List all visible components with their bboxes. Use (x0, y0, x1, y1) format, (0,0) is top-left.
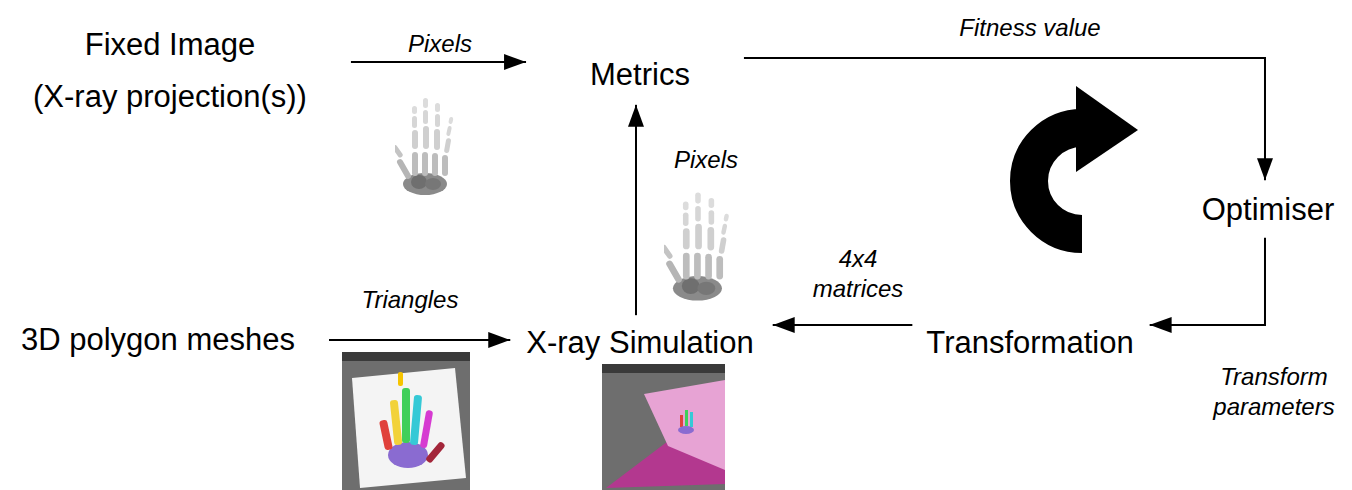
process-node: X-ray Simulation (522, 321, 757, 365)
node-label: Transformation (926, 325, 1133, 361)
flow-arrow (351, 61, 526, 63)
node-label: (X-ray projection(s)) (33, 79, 307, 115)
node-label: Fixed Image (33, 27, 307, 63)
node-label: Optimiser (1202, 192, 1335, 228)
node-label: X-ray Simulation (526, 325, 753, 361)
process-node: 3D polygon meshes (17, 318, 299, 362)
process-node: Metrics (586, 53, 694, 97)
loop-arrow-symbol (1029, 86, 1138, 234)
edge-label: Transform parameters (1196, 362, 1352, 422)
mesh-screenshot (342, 352, 470, 490)
edge-label: Triangles (359, 285, 462, 315)
process-node: Transformation (922, 321, 1137, 365)
flow-arrow (744, 58, 1265, 180)
process-node: Fixed Image (X-ray projection(s)) (29, 23, 311, 118)
xray-hand-image (392, 98, 454, 195)
flow-arrow (1150, 238, 1265, 325)
simulation-screenshot (602, 364, 725, 490)
edge-label: Pixels (405, 29, 475, 59)
process-node: Optimiser (1198, 188, 1339, 232)
flow-arrow (329, 339, 510, 341)
edge-label: 4x4 matrices (800, 244, 916, 304)
flow-arrow (773, 324, 913, 326)
node-label: Metrics (590, 57, 690, 93)
node-label: 3D polygon meshes (21, 322, 295, 358)
edge-label: Fitness value (956, 13, 1103, 43)
xray-hand-image (660, 193, 729, 301)
edge-label: Pixels (671, 145, 741, 175)
flow-arrow (635, 105, 637, 315)
